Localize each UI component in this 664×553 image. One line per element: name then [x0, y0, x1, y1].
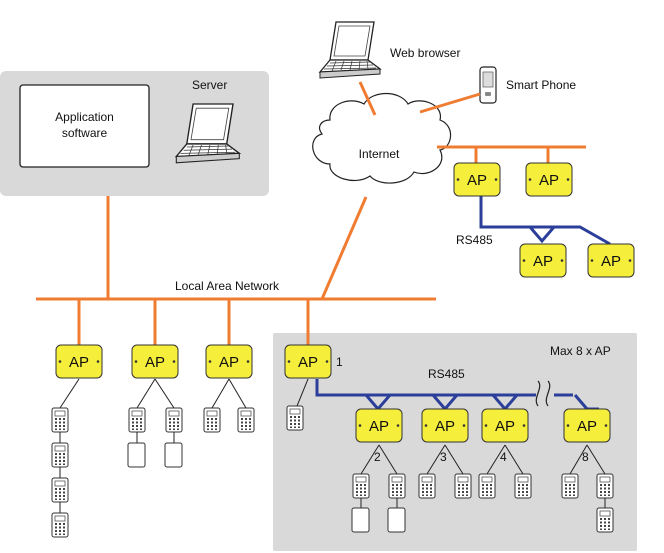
- ap-rs485-2: AP: [355, 408, 403, 443]
- rs485-top-branch: [528, 226, 556, 244]
- application-label: Application: [55, 110, 114, 124]
- card-reader-icon: [351, 507, 370, 533]
- ap-lan-3: AP: [205, 344, 253, 379]
- keypad-icon: [51, 442, 69, 468]
- ap-rs485-8: AP: [563, 408, 611, 443]
- web-browser-laptop-icon: [319, 21, 381, 79]
- keypad-icon: [286, 405, 304, 431]
- svg-text:AP: AP: [369, 418, 389, 435]
- ap-lan-4: AP: [284, 344, 332, 379]
- ap-number-4: 4: [500, 450, 507, 464]
- max-ap-label: Max 8 x AP: [550, 344, 611, 358]
- card-reader-icon: [127, 442, 146, 468]
- ap-lan-2: AP: [131, 344, 179, 379]
- svg-text:AP: AP: [577, 418, 597, 435]
- svg-text:AP: AP: [533, 253, 553, 270]
- smart-phone-link: [419, 92, 481, 114]
- smart-phone-icon: [479, 66, 497, 104]
- keypad-icon: [51, 477, 69, 503]
- card-reader-icon: [387, 507, 406, 533]
- keypad-icon: [237, 407, 255, 433]
- keypad-icon: [165, 407, 183, 433]
- svg-text:AP: AP: [435, 418, 455, 435]
- ap-remote-3: AP: [519, 243, 567, 278]
- ap-number-1: 1: [336, 355, 343, 369]
- ap-number-2: 2: [374, 450, 381, 464]
- rs485-bottom-label: RS485: [428, 367, 465, 381]
- card-reader-icon: [164, 442, 183, 468]
- web-browser-link: [358, 81, 377, 116]
- keypad-icon: [514, 473, 532, 499]
- svg-text:AP: AP: [219, 354, 239, 371]
- svg-text:AP: AP: [539, 172, 559, 189]
- web-browser-label: Web browser: [390, 46, 460, 60]
- rs485-top-label: RS485: [456, 233, 493, 247]
- ap-number-8: 8: [582, 450, 589, 464]
- svg-text:AP: AP: [467, 172, 487, 189]
- smart-phone-label: Smart Phone: [506, 78, 576, 92]
- internet-cloud-icon: [312, 92, 452, 184]
- keypad-icon: [51, 512, 69, 538]
- keypad-icon: [596, 473, 614, 499]
- keypad-icon: [128, 407, 146, 433]
- keypad-icon: [454, 473, 472, 499]
- svg-text:AP: AP: [601, 253, 621, 270]
- svg-text:AP: AP: [69, 354, 89, 371]
- software-label: software: [62, 126, 108, 140]
- ap-rs485-3: AP: [421, 408, 469, 443]
- rs485-break-marks: [535, 380, 551, 407]
- lan-label: Local Area Network: [175, 279, 280, 293]
- ap-remote-2: AP: [525, 162, 573, 197]
- keypad-icon: [596, 507, 614, 533]
- keypad-icon: [352, 473, 370, 499]
- server-label: Server: [192, 78, 227, 92]
- keypad-icon: [388, 473, 406, 499]
- keypad-icon: [418, 473, 436, 499]
- keypad-icon: [203, 407, 221, 433]
- internet-label: Internet: [359, 147, 400, 161]
- svg-text:AP: AP: [145, 354, 165, 371]
- ap-remote-1: AP: [453, 162, 501, 197]
- keypad-icon: [478, 473, 496, 499]
- ap-lan-1: AP: [55, 344, 103, 379]
- svg-text:AP: AP: [495, 418, 515, 435]
- internet-to-lan-link: [320, 196, 368, 300]
- ap-number-3: 3: [440, 450, 447, 464]
- keypad-icon: [51, 407, 69, 433]
- ap-rs485-4: AP: [481, 408, 529, 443]
- rs485-bottom-bus: [315, 379, 536, 397]
- ap-remote-4: AP: [587, 243, 635, 278]
- svg-text:AP: AP: [298, 354, 318, 371]
- application-software-box: [19, 84, 150, 168]
- keypad-icon: [561, 473, 579, 499]
